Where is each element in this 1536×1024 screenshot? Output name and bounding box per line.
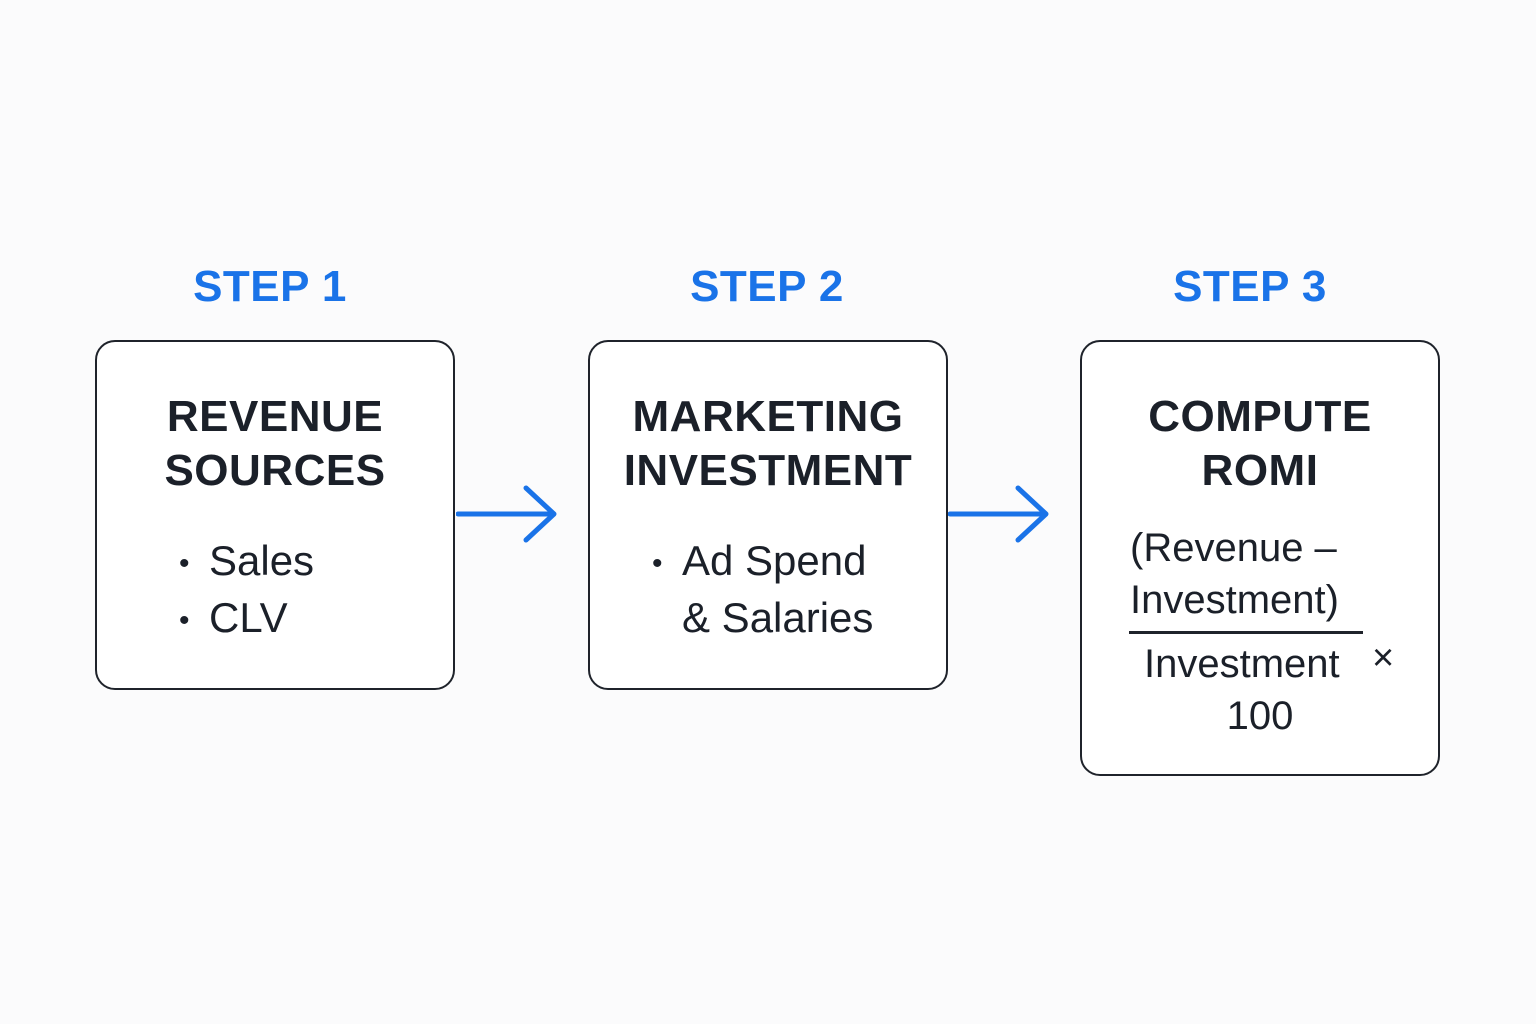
list-item: • Sales [179, 534, 314, 591]
card-title-line: ROMI [1201, 446, 1319, 495]
bullet-list: • Sales • CLV [179, 534, 314, 648]
formula-denominator: Investment [1144, 642, 1340, 686]
numerator-line: Investment) [1130, 578, 1339, 622]
card-title-line: INVESTMENT [623, 446, 913, 495]
card-title: REVENUE SOURCES [97, 390, 453, 498]
formula-multiplier: 100 [1226, 694, 1294, 738]
bullet-icon: • [179, 603, 190, 637]
card-title-line: MARKETING [632, 392, 904, 441]
fraction-bar [1129, 631, 1363, 634]
card-title-line: REVENUE [166, 392, 384, 441]
step-3-label: STEP 3 [1173, 262, 1327, 311]
revenue-sources-card: REVENUE SOURCES • Sales • CLV [95, 340, 455, 690]
card-title: MARKETING INVESTMENT [590, 390, 946, 498]
step-2-label: STEP 2 [690, 262, 844, 311]
bullet-icon: • [179, 546, 190, 580]
multiply-icon: × [1372, 637, 1395, 679]
list-item-text: Sales [209, 537, 315, 584]
arrow-right-icon [456, 485, 557, 543]
card-title-line: SOURCES [164, 446, 386, 495]
list-item-continuation: & Salaries [652, 591, 873, 645]
compute-romi-card: COMPUTE ROMI (Revenue – Investment) Inve… [1080, 340, 1440, 776]
bullet-icon: • [652, 546, 663, 580]
list-item-text: & Salaries [682, 593, 874, 641]
list-item-text: Ad Spend [682, 537, 867, 584]
list-item: • CLV [179, 591, 314, 648]
bullet-list: • Ad Spend & Salaries [652, 534, 873, 645]
arrow-right-icon [948, 485, 1049, 543]
step-1-label: STEP 1 [193, 262, 347, 311]
marketing-investment-card: MARKETING INVESTMENT • Ad Spend & Salarie… [588, 340, 948, 690]
card-title-line: COMPUTE [1148, 392, 1372, 441]
list-item: • Ad Spend [652, 534, 873, 591]
card-title: COMPUTE ROMI [1082, 390, 1438, 498]
numerator-line: (Revenue – [1130, 526, 1337, 570]
formula-numerator: (Revenue – Investment) [1130, 522, 1339, 626]
list-item-text: CLV [209, 593, 288, 641]
